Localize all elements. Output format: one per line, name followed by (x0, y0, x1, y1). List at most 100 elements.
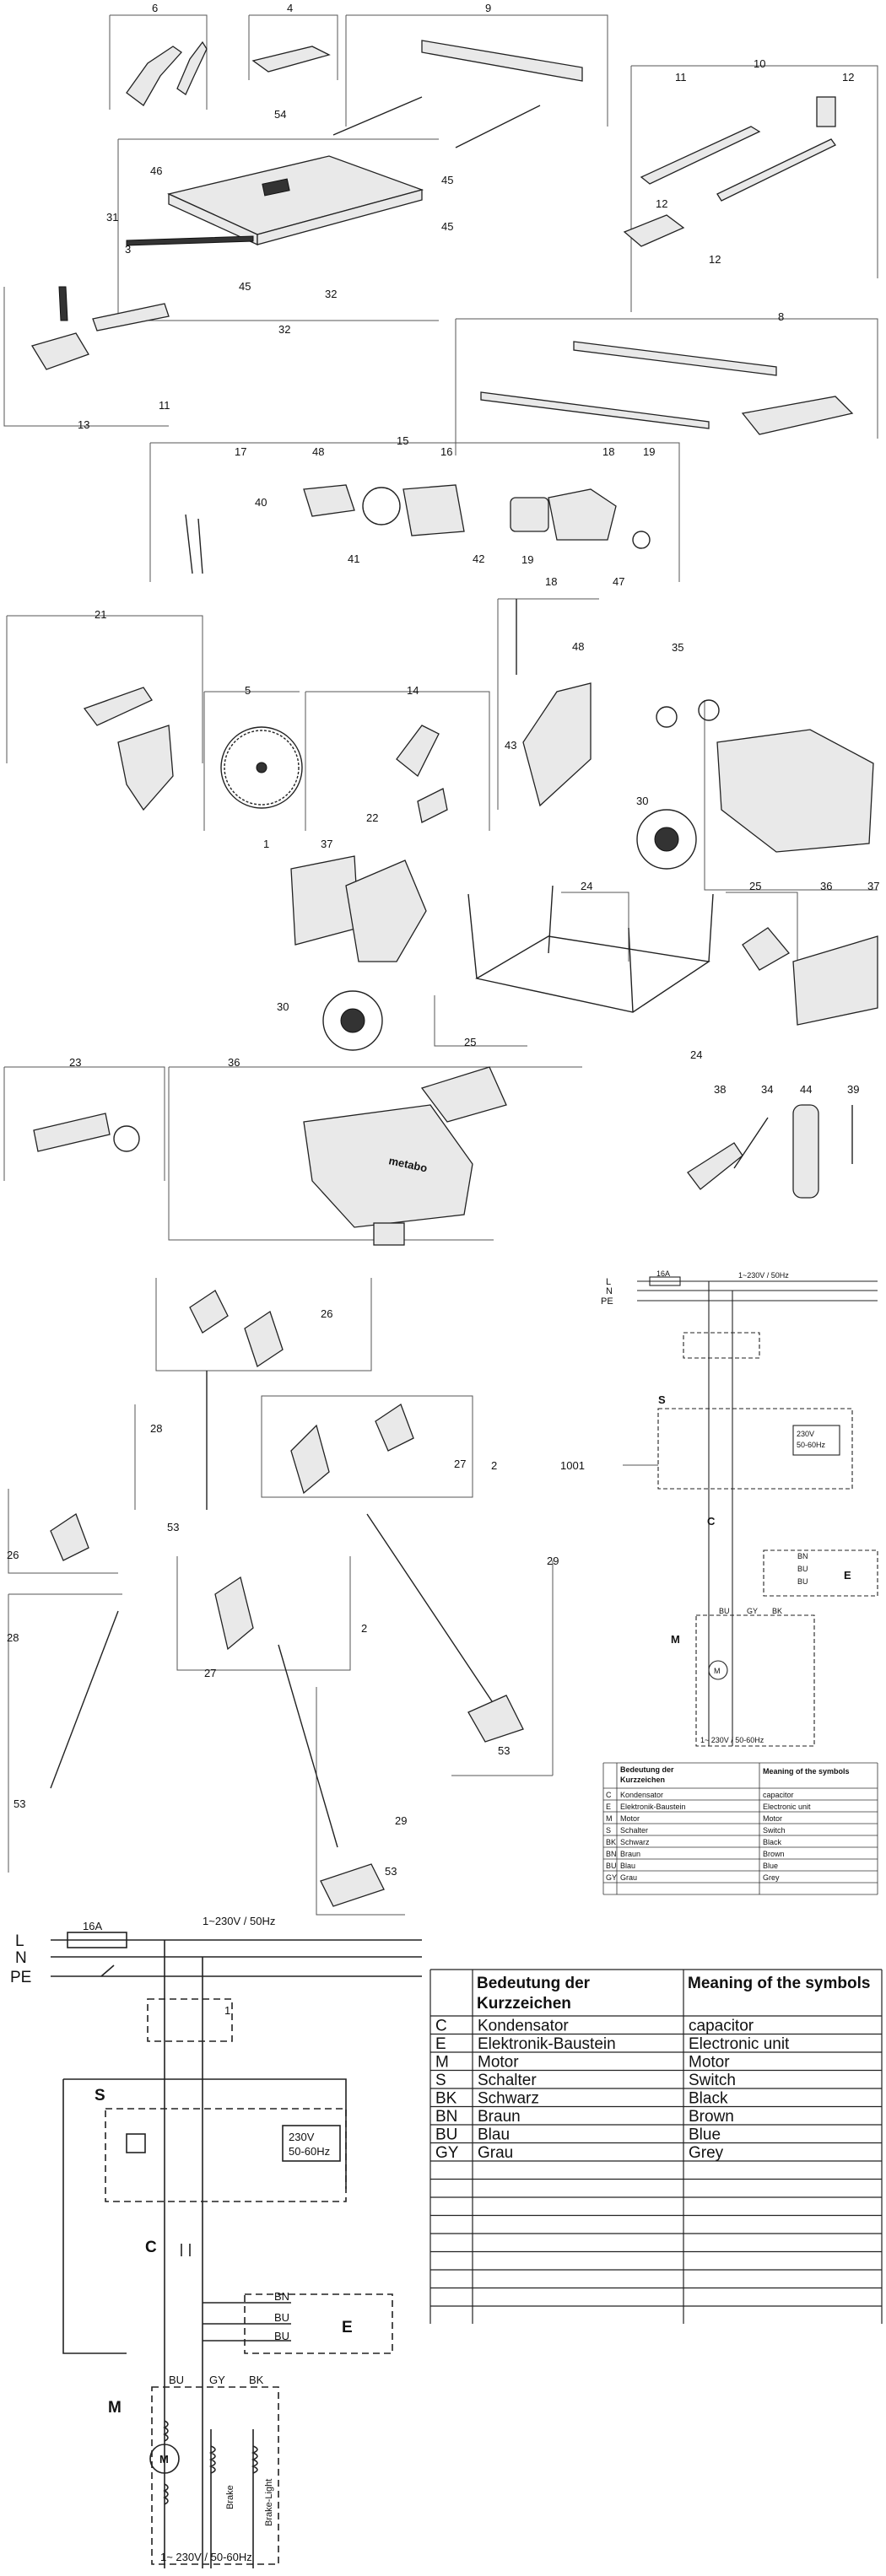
part-fence-8 (573, 341, 777, 376)
callout-39: 39 (847, 1083, 859, 1096)
small-label-l: L (606, 1277, 611, 1287)
large-brake-right: Brake-Light (264, 2479, 274, 2526)
callout-38: 38 (714, 1083, 726, 1096)
part-wheel-b (322, 990, 383, 1051)
small-label-bn: BN (797, 1552, 808, 1560)
large-header-de-2: Kurzzeichen (477, 1995, 571, 2013)
callout-41: 41 (348, 552, 359, 565)
callout-27b: 27 (204, 1667, 216, 1679)
legend-en: capacitor (763, 1791, 794, 1799)
callout-14: 14 (407, 684, 419, 697)
small-supply-lines (637, 1280, 878, 1301)
callout-10: 10 (754, 57, 765, 70)
small-motor-m: M (714, 1667, 721, 1675)
small-label-pe: PE (601, 1296, 613, 1307)
small-label-bu: BU (797, 1577, 808, 1586)
legend-code: BN (606, 1850, 617, 1858)
part-scale-strip (126, 235, 254, 246)
callout-45: 45 (441, 174, 453, 186)
callout-22: 22 (366, 811, 378, 824)
large-wire-bk: BK (249, 2374, 264, 2386)
part-extension-13 (92, 303, 170, 331)
legend-de: Schalter (478, 2072, 537, 2089)
legend-code: BU (606, 1862, 617, 1870)
large-main-wires (164, 1940, 203, 2568)
part-27 (290, 1424, 330, 1495)
callout-54: 54 (274, 108, 286, 121)
part-rail-11 (640, 126, 761, 185)
large-label-l: L (15, 1932, 24, 1950)
small-wire-bk: BK (772, 1607, 782, 1615)
small-label-e: E (844, 1569, 851, 1582)
part-stand-legs (467, 885, 714, 1013)
part-26 (189, 1290, 229, 1334)
legend-en: Brown (763, 1850, 785, 1858)
legend-en: Grey (763, 1873, 780, 1882)
callout-37b: 37 (867, 880, 879, 892)
callout-25: 25 (749, 880, 761, 892)
callout-30: 30 (636, 795, 648, 807)
callout-45b: 45 (441, 220, 453, 233)
legend-de: Motor (620, 1814, 640, 1823)
part-guard-right (176, 40, 208, 95)
legend-de: Elektronik-Baustein (620, 1803, 686, 1811)
small-e-box (763, 1549, 878, 1597)
large-switch-line2: 50-60Hz (289, 2145, 330, 2158)
small-supply-label: 1~230V / 50Hz (738, 1271, 789, 1280)
callout-21: 21 (95, 608, 106, 621)
small-label-m: M (671, 1633, 680, 1646)
part-35-a (698, 699, 720, 721)
legend-en: Electronic unit (689, 2035, 790, 2053)
large-motor-supply: 1~ 230V / 50-60Hz (160, 2551, 252, 2563)
part-leg-28b (50, 1610, 119, 1789)
callout-29: 29 (547, 1555, 559, 1567)
large-motor-m: M (159, 2453, 169, 2466)
small-fuse-label: 16A (656, 1269, 670, 1278)
legend-code: S (606, 1826, 611, 1835)
callout-13: 13 (78, 418, 89, 431)
legend-de: Motor (478, 2054, 519, 2072)
legend-code: M (435, 2054, 449, 2072)
callout-15: 15 (397, 434, 408, 447)
part-14 (396, 725, 440, 778)
legend-en: Electronic unit (763, 1803, 811, 1811)
part-housing-36 (716, 729, 874, 853)
legend-en: capacitor (689, 2018, 754, 2035)
callout-34: 34 (761, 1083, 773, 1096)
part-26b (50, 1513, 89, 1561)
legend-de: Blau (478, 2126, 510, 2144)
callout-19: 19 (643, 445, 655, 458)
large-motor-box (151, 2386, 279, 2565)
callout-36: 36 (820, 880, 832, 892)
large-label-e: E (342, 2319, 353, 2336)
part-fence-head (623, 214, 685, 247)
part-rail-10 (716, 138, 836, 202)
legend-de: Schwarz (620, 1838, 650, 1846)
callout-24b: 24 (690, 1048, 702, 1061)
callout-24: 24 (581, 880, 592, 892)
large-supply-label: 1~230V / 50Hz (203, 1915, 275, 1927)
legend-code: C (435, 2018, 447, 2035)
large-switch-box (105, 2108, 347, 2202)
callout-31: 31 (106, 211, 118, 224)
part-38 (687, 1142, 743, 1190)
large-label-bu: BU (274, 2330, 289, 2342)
legend-en: Motor (763, 1814, 782, 1823)
part-table-top (167, 155, 424, 235)
section-frames (3, 14, 878, 1916)
callout-29b: 29 (395, 1814, 407, 1827)
part-base-36 (303, 1104, 473, 1228)
callout-6: 6 (152, 2, 158, 14)
large-wire-bu: BU (169, 2374, 184, 2386)
callout-43: 43 (505, 739, 516, 752)
callout-48: 48 (312, 445, 324, 458)
callout-46: 46 (150, 164, 162, 177)
part-plate (251, 46, 331, 73)
part-stator (510, 497, 549, 532)
large-label-bl: BU (274, 2311, 289, 2324)
large-header-en: Meaning of the symbols (688, 1975, 870, 1992)
callout-37: 37 (321, 838, 332, 850)
large-legend-table: Bedeutung der Kurzzeichen Meaning of the… (429, 1969, 883, 2324)
part-clamp-12 (816, 96, 836, 127)
